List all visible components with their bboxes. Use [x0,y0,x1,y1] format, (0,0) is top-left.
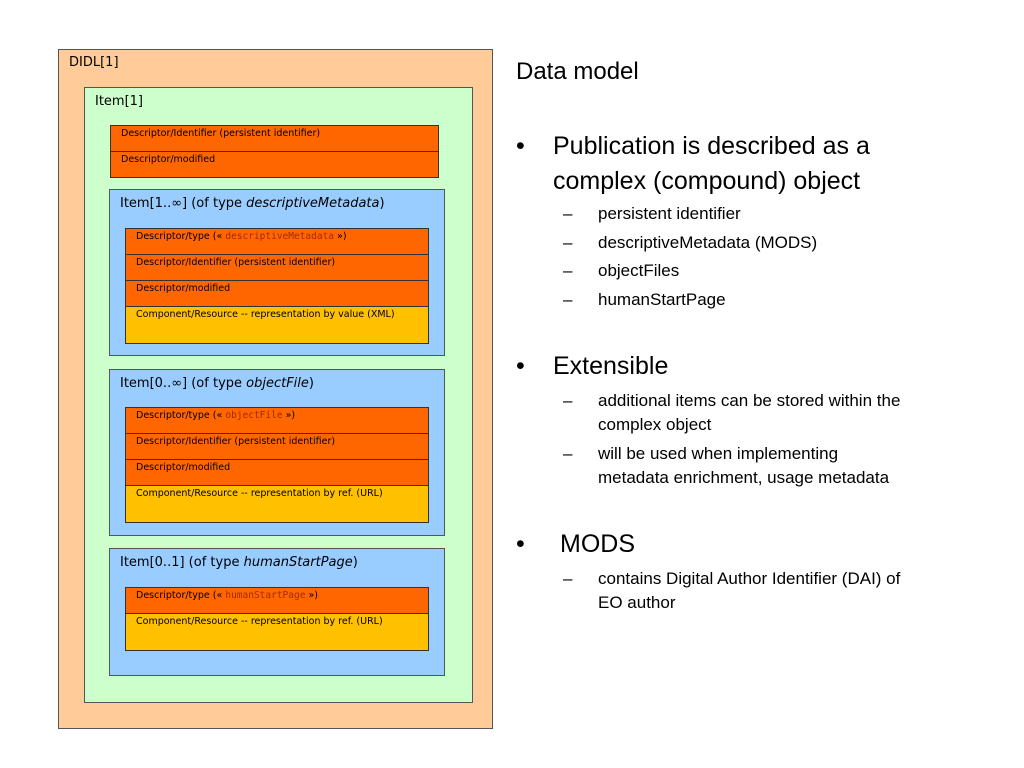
sub-item-text: will be used when implementing [598,444,839,463]
component-resource-row: Component/Resource -- representation by … [125,306,429,344]
dash-glyph: – [563,569,573,588]
sub-item-text: humanStartPage [598,290,726,309]
item-label: Item[1] [95,94,144,109]
sub-item-text: contains Digital Author Identifier (DAI)… [598,569,901,588]
component-resource-row: Component/Resource -- representation by … [125,613,429,651]
dash-glyph: – [563,290,573,309]
bullet-publication-line2: complex (compound) object [553,167,861,195]
descriptor-type-row: Descriptor/type (« objectFile ») [125,407,429,434]
item-descriptive-metadata-label: Item[1..∞] (of type descriptiveMetadata) [120,196,385,211]
dash-glyph: – [563,391,573,410]
sub-item-text: EO author [598,593,676,612]
descriptor-modified-row: Descriptor/modified [125,280,429,307]
dash-glyph: – [563,204,573,223]
dash-glyph: – [563,233,573,252]
descriptor-type-row: Descriptor/type (« humanStartPage ») [125,587,429,614]
didl-label: DIDL[1] [69,55,119,70]
bullet-publication-line1: Publication is described as a [553,132,870,160]
sub-additional-items: – additional items can be stored within … [563,389,983,437]
sub-item-text: metadata enrichment, usage metadata [598,468,890,487]
bullet-dot: • [516,132,525,160]
sub-persistent-identifier: – persistent identifier [563,202,983,226]
descriptor-modified-row: Descriptor/modified [125,459,429,486]
bullet-dot: • [516,352,525,380]
descriptor-modified-row: Descriptor/modified [110,151,439,178]
sub-human-start-page: – humanStartPage [563,288,983,312]
bullet-publication: • Publication is described as a complex … [516,129,976,199]
sub-item-text: persistent identifier [598,204,741,223]
dash-glyph: – [563,261,573,280]
bullet-extensible: • Extensible [516,349,976,384]
item-human-start-page-label: Item[0..1] (of type humanStartPage) [120,555,358,570]
sub-item-text: additional items can be stored within th… [598,391,901,410]
sub-digital-author-identifier: – contains Digital Author Identifier (DA… [563,567,983,615]
descriptor-identifier-row: Descriptor/Identifier (persistent identi… [125,254,429,281]
item-object-file-label: Item[0..∞] (of type objectFile) [120,376,314,391]
descriptor-identifier-row: Descriptor/Identifier (persistent identi… [125,433,429,460]
sub-object-files: – objectFiles [563,259,983,283]
sub-item-text: objectFiles [598,261,680,280]
slide-heading: Data model [516,58,639,85]
descriptor-type-row: Descriptor/type (« descriptiveMetadata »… [125,228,429,255]
sub-item-text: complex object [598,415,712,434]
sub-metadata-enrichment: – will be used when implementing metadat… [563,442,983,490]
bullet-mods: • MODS [516,527,976,562]
bullet-dot: • [516,530,525,558]
sub-descriptive-metadata: – descriptiveMetadata (MODS) [563,231,983,255]
dash-glyph: – [563,444,573,463]
component-resource-row: Component/Resource -- representation by … [125,485,429,523]
bullet-mods-label: MODS [560,530,635,558]
descriptor-identifier-row: Descriptor/Identifier (persistent identi… [110,125,439,152]
bullet-extensible-label: Extensible [553,352,669,380]
sub-item-text: descriptiveMetadata (MODS) [598,233,818,252]
